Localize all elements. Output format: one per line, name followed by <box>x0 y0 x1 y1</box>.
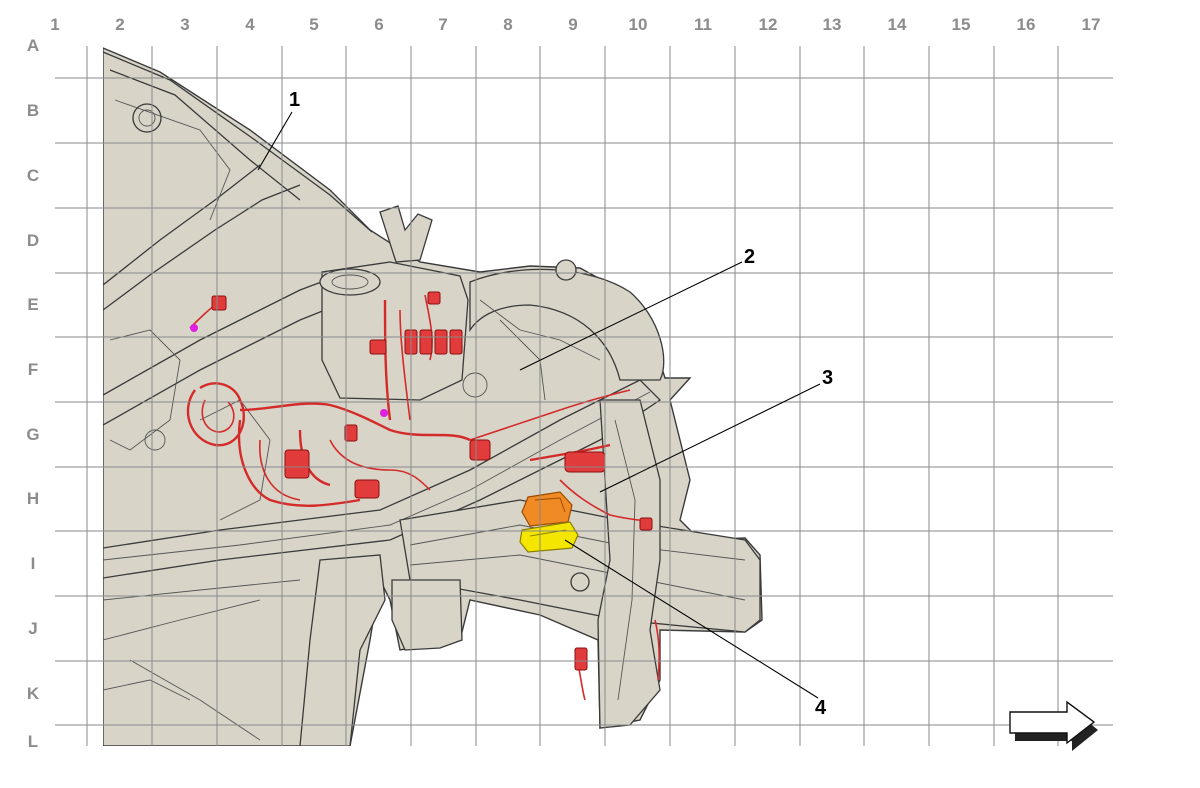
grid-column-label: 2 <box>115 15 124 34</box>
wiring-harness <box>186 291 661 701</box>
callout-leaders <box>257 111 821 699</box>
callout-2[interactable]: 2 <box>744 246 755 268</box>
leader-4 <box>564 539 819 699</box>
grid-column-label: 12 <box>759 15 778 34</box>
grid-column-label: 1 <box>50 15 59 34</box>
location-grid <box>55 46 1113 746</box>
callout-1[interactable]: 1 <box>289 89 300 111</box>
grid-row-labels: A B C D E F G H I J K L <box>26 36 39 751</box>
grid-column-label: 9 <box>568 15 577 34</box>
grid-row-label: D <box>27 231 39 250</box>
arrow-right-icon <box>1009 700 1098 751</box>
grid-column-label: 15 <box>952 15 971 34</box>
grid-column-label: 4 <box>245 15 255 34</box>
leader-2 <box>519 261 743 371</box>
leader-3 <box>599 383 821 493</box>
grid-row-label: G <box>26 425 39 444</box>
grid-row-label: I <box>31 554 36 573</box>
grid-row-label: H <box>27 489 39 508</box>
grid-row-label: J <box>28 619 37 638</box>
grid-column-label: 10 <box>629 15 648 34</box>
leader-1 <box>257 111 293 171</box>
component-3-orange[interactable] <box>521 491 573 527</box>
grid-column-label: 14 <box>888 15 907 34</box>
callout-3[interactable]: 3 <box>822 367 833 389</box>
callout-4[interactable]: 4 <box>815 697 827 719</box>
grid-row-label: A <box>27 36 39 55</box>
grid-column-label: 13 <box>823 15 842 34</box>
grid-row-label: B <box>27 101 39 120</box>
grid-row-label: C <box>27 166 39 185</box>
grid-row-label: K <box>27 684 40 703</box>
grid-row-label: E <box>27 295 38 314</box>
grid-column-label: 5 <box>309 15 318 34</box>
grid-column-label: 16 <box>1017 15 1036 34</box>
grid-column-label: 17 <box>1082 15 1101 34</box>
grid-column-label: 6 <box>374 15 383 34</box>
marker-point-center <box>380 409 388 417</box>
vehicle-body-drawing <box>103 47 763 746</box>
marker-point-left <box>190 324 198 332</box>
grid-column-label: 7 <box>438 15 447 34</box>
grid-column-label: 11 <box>694 15 712 34</box>
grid-column-label: 8 <box>503 15 512 34</box>
grid-row-label: F <box>28 360 38 379</box>
grid-column-label: 3 <box>180 15 189 34</box>
grid-row-label: L <box>28 732 38 751</box>
